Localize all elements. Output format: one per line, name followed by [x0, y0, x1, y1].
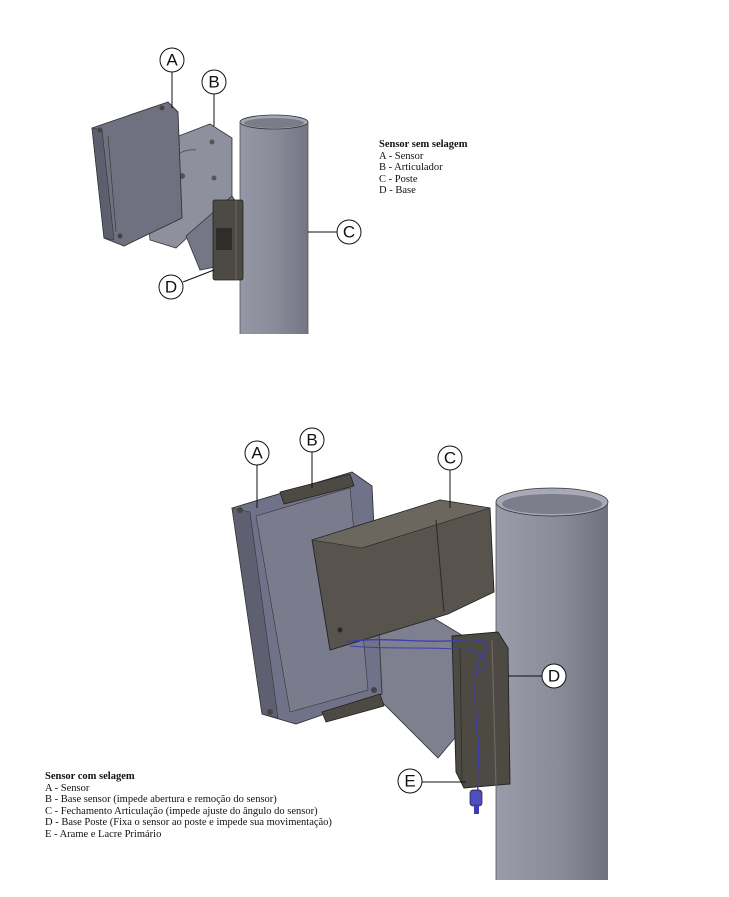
bottom-callouts: A B C D E [244, 427, 567, 794]
legend-sem-selagem: Sensor sem selagem A - Sensor B - Articu… [379, 139, 467, 197]
legend-item: B - Base sensor (impede abertura e remoç… [45, 794, 277, 806]
top-pole [239, 114, 309, 334]
top-sensor [91, 101, 183, 247]
bottom-callout-b: B [306, 431, 317, 450]
top-callouts: A B C D [158, 47, 362, 300]
top-callout-a-circle [159, 47, 185, 73]
top-callout-a: A [166, 51, 178, 70]
bottom-base-sensor [279, 473, 385, 723]
bottom-callout-d: D [548, 667, 560, 686]
bottom-pole-base [451, 631, 511, 789]
bottom-wire-seal [345, 638, 489, 814]
top-callout-c: C [343, 223, 355, 242]
legend-title: Sensor com selagem [45, 771, 135, 782]
bottom-callout-a: A [251, 444, 263, 463]
bottom-articulation-closure [311, 499, 495, 651]
top-diagram: A B C D [91, 47, 362, 334]
legend-com-selagem: Sensor com selagem A - Sensor B - Base s… [45, 771, 332, 841]
bottom-pole [495, 487, 609, 880]
legend-item: E - Arame e Lacre Primário [45, 828, 162, 840]
legend-item: C - Fechamento Articulação (impede ajust… [45, 805, 318, 817]
top-callout-b: B [208, 73, 219, 92]
bottom-callout-e: E [404, 772, 415, 791]
legend-item: A - Sensor [45, 782, 90, 794]
top-base [212, 199, 244, 281]
bottom-callout-c: C [444, 449, 456, 468]
legend-item: A - Sensor [379, 150, 424, 162]
bottom-diagram: A B C D E [231, 427, 609, 880]
legend-item: D - Base Poste (Fixa o sensor ao poste e… [45, 817, 332, 829]
legend-item: B - Articulador [379, 162, 443, 174]
legend-item: C - Poste [379, 173, 418, 185]
top-callout-d: D [165, 278, 177, 297]
legend-title: Sensor sem selagem [379, 139, 468, 150]
legend-item: D - Base [379, 185, 416, 197]
